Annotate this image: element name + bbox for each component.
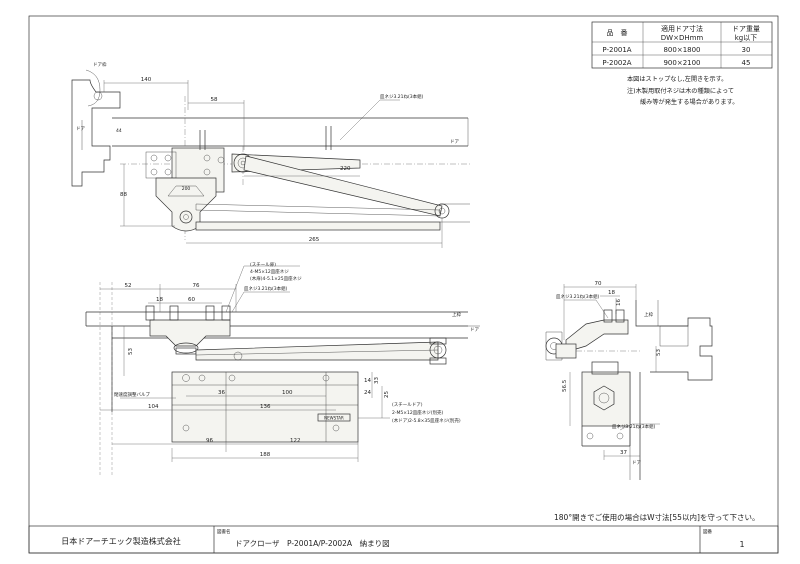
side-hex-nut — [593, 385, 615, 411]
top-dim-88: 88 — [120, 192, 127, 198]
top-frame-profile — [71, 79, 121, 187]
front-dim-96: 96 — [206, 438, 213, 444]
side-dim-70: 70 — [595, 281, 602, 287]
side-dim-53: 53 — [656, 349, 662, 356]
front-arm — [195, 341, 439, 361]
top-label-door-frame: ドア枠 — [93, 61, 107, 68]
note-3: 緩み等が発生する場合があります。 — [640, 98, 738, 106]
front-dim-25: 25 — [384, 391, 390, 398]
top-dim-58: 58 — [211, 97, 218, 103]
top-dim-thickness: 44 — [116, 128, 122, 134]
spec-row-2-model: P-2002A — [602, 59, 631, 67]
front-dim-33: 33 — [374, 377, 380, 384]
spec-row-2-weight: 45 — [742, 59, 751, 67]
spec-header-weight-2: kg以下 — [735, 34, 758, 42]
spec-header-model: 品 番 — [607, 29, 628, 37]
front-label-steel-screw-2: (木扉)4-5.1×25皿座ネジ — [250, 275, 302, 282]
top-view: ドア枠 ドア ドア 44 140 58 皿ネジ3.21ね(3本組) — [71, 61, 470, 248]
front-label-frame: 上枠 — [452, 311, 461, 318]
sheet-label: 図番 — [703, 528, 712, 535]
title-name-label: 図書名 — [217, 528, 231, 535]
side-frame-profile — [635, 300, 713, 381]
top-dim-220: 220 — [340, 166, 351, 172]
spec-table: 品 番 適用ドア寸法 DW×DHmm ドア重量 kg以下 P-2001A 800… — [591, 21, 773, 69]
front-dim-18: 18 — [156, 297, 163, 303]
title-block: 日本ドアーチエック製造株式会社 図書名 ドアクローザ P-2001A/P-200… — [28, 525, 779, 554]
spec-row-2-size: 900×2100 — [663, 59, 700, 67]
spec-header-size-2: DW×DHmm — [661, 34, 704, 42]
spec-row-1-weight: 30 — [742, 46, 751, 54]
front-dim-53: 53 — [128, 348, 134, 355]
sheet-number: 1 — [739, 540, 744, 549]
note-1: 本図はストップなし,左開きを示す。 — [627, 75, 727, 83]
front-label-top-screw: 皿ネジ3.21ね(3本組) — [244, 285, 288, 292]
top-label-door-right: ドア — [450, 139, 459, 145]
front-label-steel-door: (スチールドア) — [392, 402, 423, 408]
front-dim-52: 52 — [125, 283, 132, 289]
top-label-door: ドア — [76, 126, 85, 132]
spec-header-size-1: 適用ドア寸法 — [661, 24, 703, 33]
side-label-top-screw: 皿ネジ3.21ね(3本組) — [556, 293, 600, 300]
front-label-wood-door-screw: (木ドア)2-5.8×35皿座ネジ(別売) — [392, 417, 461, 424]
front-dim-100: 100 — [282, 390, 293, 396]
front-label-steel-screw-1: 4-M5×12皿座ネジ — [250, 268, 289, 275]
front-dim-122: 122 — [290, 438, 301, 444]
front-label-steel-arm: (スチール扉) — [250, 261, 276, 268]
warning-note: 180°開きでご使用の場合はW寸法[55以内]を守って下さい。 — [554, 512, 760, 522]
note-2: 注)木製用取付ネジは木の種類によって — [627, 87, 734, 95]
front-dim-60: 60 — [188, 297, 195, 303]
front-dim-14: 14 — [364, 378, 371, 384]
side-dim-18: 18 — [608, 290, 615, 296]
front-nameplate — [317, 413, 351, 422]
front-label-valve: 閉速度調整バルブ — [114, 391, 150, 398]
side-label-door: ドア — [632, 460, 641, 466]
side-label-frame: 上枠 — [644, 311, 653, 318]
front-nameplate-text: NEWSTAR — [324, 416, 344, 421]
front-label-door: ドア — [470, 327, 479, 333]
top-closer-body — [155, 177, 217, 232]
drawing-title: ドアクローザ P-2001A/P-2002A 納まり図 — [235, 538, 390, 548]
side-closer-body — [581, 371, 631, 427]
side-label-bottom-screw: 皿ネジ3.21ね(3本組) — [612, 423, 656, 430]
top-dim-200: 200 — [182, 186, 191, 192]
front-dim-136: 136 — [260, 404, 271, 410]
front-bracket — [149, 319, 231, 347]
spec-row-1-size: 800×1800 — [663, 46, 700, 54]
front-label-steel-door-screw: 2-M5×12皿座ネジ(別売) — [392, 409, 443, 416]
side-dim-37: 37 — [620, 450, 627, 456]
front-dim-24: 24 — [364, 390, 371, 396]
spec-header-weight-1: ドア重量 — [732, 25, 760, 33]
side-dim-56-5: 56.5 — [562, 379, 568, 392]
top-dim-265: 265 — [309, 237, 320, 243]
front-dim-36: 36 — [218, 390, 225, 396]
top-label-screw-note: 皿ネジ3.21ね(3本組) — [380, 93, 424, 100]
side-view: 上枠 ドア 70 18 16 皿ネジ3.21ね(3本組) — [545, 281, 713, 480]
company-name: 日本ドアーチエック製造株式会社 — [61, 536, 181, 546]
front-view: 上枠 ドア 52 76 18 60 (スチール扉) 4-M5×12皿座ネジ (木… — [85, 261, 480, 476]
top-door-strip — [195, 221, 441, 231]
spec-row-1-model: P-2001A — [602, 46, 631, 54]
front-dim-188: 188 — [260, 452, 271, 458]
front-closer-body — [171, 371, 359, 443]
front-dim-76: 76 — [193, 283, 200, 289]
side-dim-16: 16 — [616, 299, 622, 306]
top-dim-140: 140 — [141, 77, 152, 83]
front-dim-104: 104 — [148, 404, 159, 410]
